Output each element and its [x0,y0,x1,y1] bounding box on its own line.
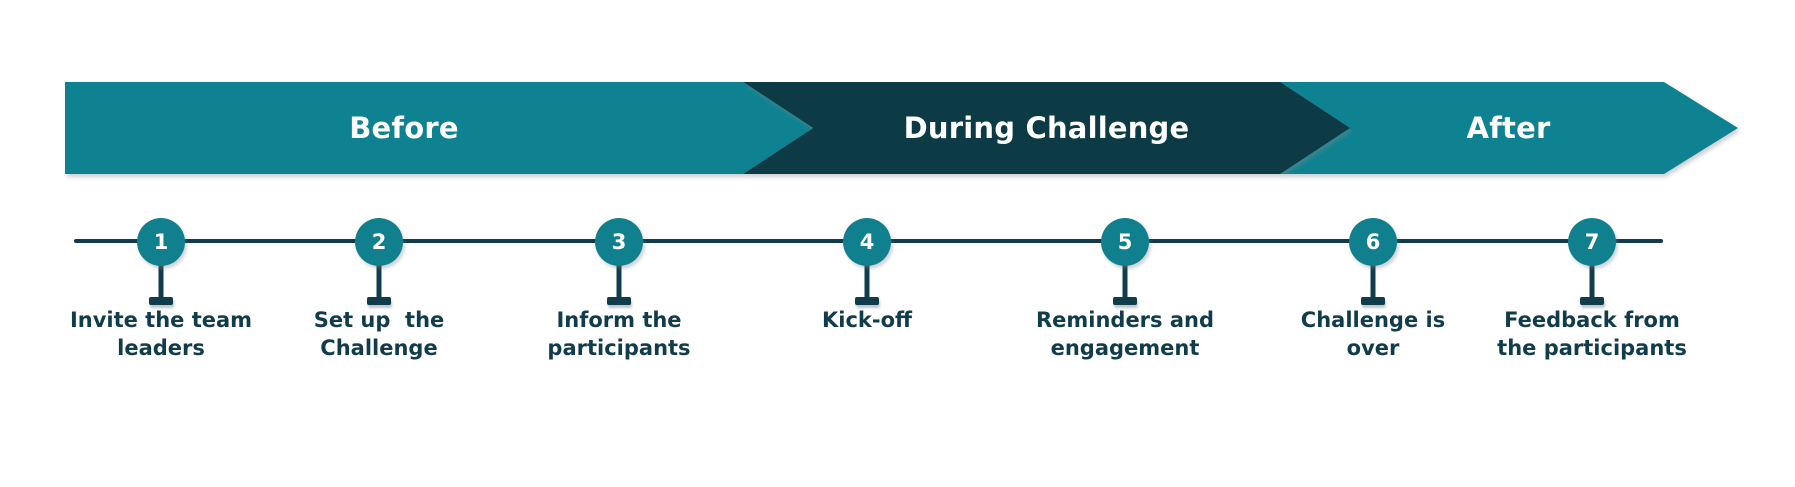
milestone-label: Feedback from the participants [1497,308,1687,360]
phase-label-before: Before [349,111,459,145]
milestone-stem-foot [1361,297,1385,305]
milestone-circle: 2 [355,218,403,266]
phase-label-during-challenge: During Challenge [903,111,1190,145]
phase-label-after: After [1466,111,1551,145]
milestone-stem [616,262,622,300]
milestone-stem [1122,262,1128,300]
milestone-circle: 4 [843,218,891,266]
milestone-number: 5 [1117,230,1133,254]
milestone-circle: 3 [595,218,643,266]
chevron-arrow-shape: Before [65,82,813,174]
milestone-label: Invite the team leaders [69,308,253,360]
milestone-stem-foot [1580,297,1604,305]
milestone-number: 6 [1365,230,1381,254]
milestone-circle: 5 [1101,218,1149,266]
milestone-stem-foot [367,297,391,305]
phase-banner-after: After [1279,82,1738,174]
milestone-stem [158,262,164,300]
milestone-label: Set up the Challenge [313,308,445,360]
milestone-circle: 7 [1568,218,1616,266]
milestone-label: Reminders and engagement [1035,308,1215,360]
milestone-number: 3 [611,230,627,254]
milestone-number: 1 [153,230,169,254]
milestone-stem [864,262,870,300]
milestone-label: Challenge is over [1300,308,1446,360]
milestone-number: 7 [1584,230,1600,254]
milestone-label: Inform the participants [547,308,691,360]
phase-banner-during-challenge: During Challenge [743,82,1350,174]
phase-banner-before: Before [65,82,813,174]
milestone-number: 2 [371,230,387,254]
milestone-stem [1589,262,1595,300]
milestone-label: Kick-off [821,308,913,332]
milestone-stem-foot [149,297,173,305]
milestone-circle: 1 [137,218,185,266]
milestone-stem [1370,262,1376,300]
milestone-stem-foot [855,297,879,305]
chevron-arrow-shape: During Challenge [743,82,1350,174]
milestone-stem [376,262,382,300]
milestone-stem-foot [607,297,631,305]
milestone-circle: 6 [1349,218,1397,266]
milestone-stem-foot [1113,297,1137,305]
milestone-number: 4 [859,230,875,254]
chevron-arrow-shape: After [1279,82,1738,174]
